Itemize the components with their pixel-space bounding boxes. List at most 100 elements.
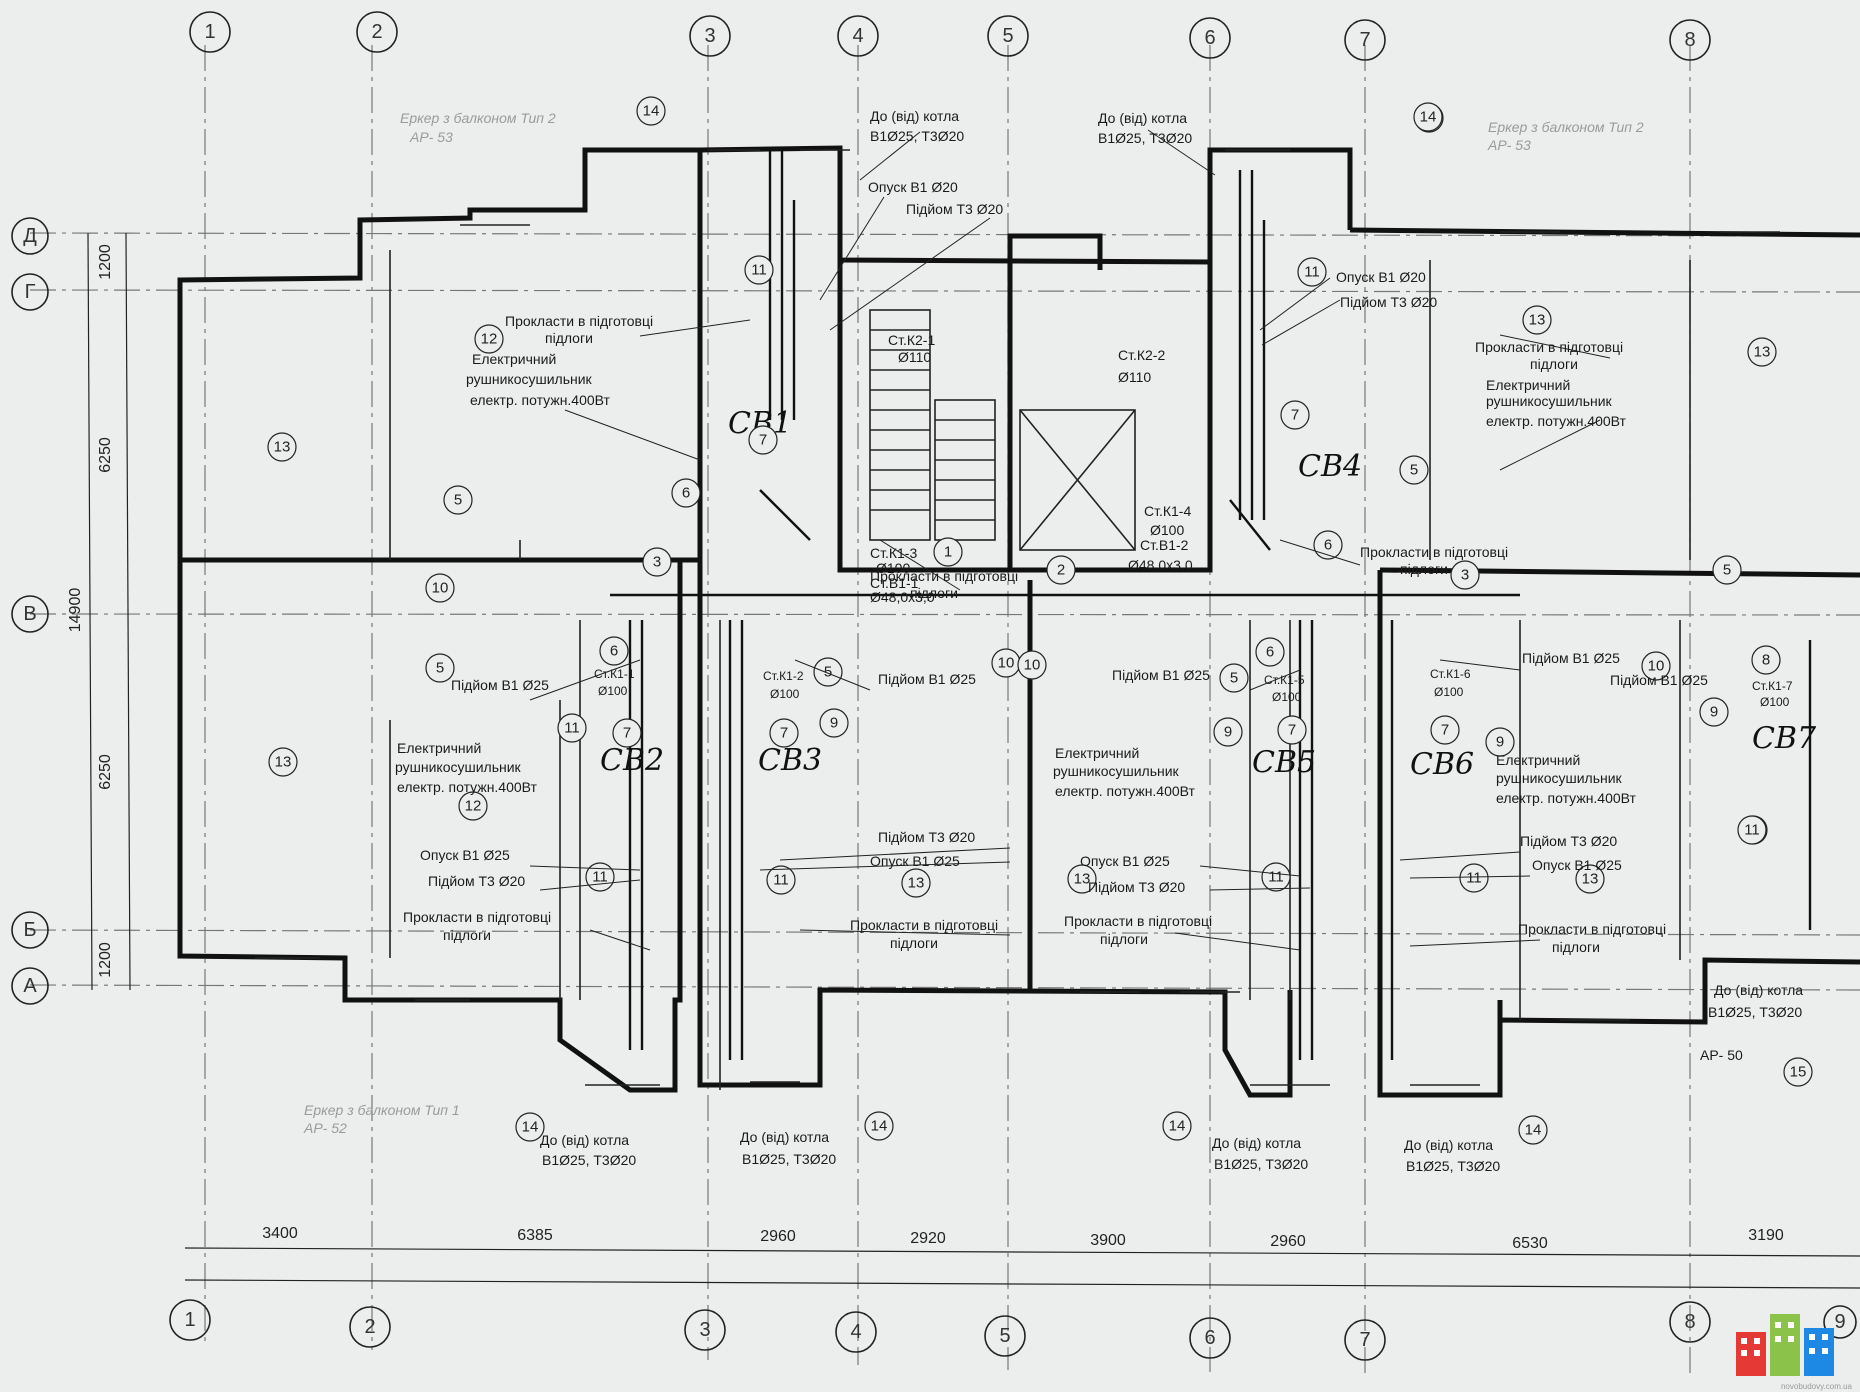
stand-tag: Ø100 xyxy=(1272,690,1302,704)
dryer-note: електр. потужн.400Вт xyxy=(1496,790,1637,806)
axis-bubble-top-4 xyxy=(837,15,879,57)
axis-label: В xyxy=(23,603,36,625)
floor-note: Прокласти в підготовці xyxy=(403,909,551,925)
pipe-cb6 xyxy=(1378,620,1394,1060)
boiler-label: До (від) котла xyxy=(1404,1137,1493,1153)
room-bubble-r11f xyxy=(1261,862,1291,892)
room-number: 5 xyxy=(1230,670,1238,687)
room-bubble-r7c xyxy=(612,718,642,748)
room-number: 10 xyxy=(998,655,1015,672)
room-number: 14 xyxy=(1169,1118,1186,1135)
room-number: 6 xyxy=(610,643,618,660)
annotations: Еркер з балконом Тип 2 АР- 53 Еркер з ба… xyxy=(303,108,1803,1174)
left-upper-apartment-wall xyxy=(177,147,703,563)
floor-note: Прокласти в підготовці xyxy=(1518,921,1666,937)
room-bubble-r11i xyxy=(1737,815,1767,845)
axis-label: 3 xyxy=(704,25,715,47)
bottom-dimension-line xyxy=(184,1247,1860,1257)
piping xyxy=(610,150,1812,1060)
stack-labels: СВ1 СВ2 СВ3 СВ4 СВ5 СВ6 СВ7 xyxy=(600,406,1817,782)
dimension-chains: 3400 6385 2960 2920 3900 2960 6530 3190 … xyxy=(67,232,1860,1289)
stair-treads-2 xyxy=(935,419,995,521)
riser-label: Підйом Т3 Ø20 xyxy=(906,201,1003,217)
axis-line-b xyxy=(29,929,1860,936)
room-number: 14 xyxy=(643,103,660,120)
room-bubble-r2 xyxy=(1046,555,1076,585)
dryer-note: рушникосушильник xyxy=(1053,763,1180,779)
room-number: 14 xyxy=(1525,1122,1542,1139)
pipe-cb3 xyxy=(728,620,744,1060)
stack-label-cb4: СВ4 xyxy=(1298,449,1362,484)
room-bubble-r9b xyxy=(1213,717,1243,747)
riser-label: Підйом Т3 Ø20 xyxy=(878,829,975,845)
drop-label: Опуск В1 Ø25 xyxy=(420,847,510,863)
room-number: 5 xyxy=(1410,462,1418,479)
room-number: 12 xyxy=(481,331,498,348)
stand-tag: Ø110 xyxy=(1118,369,1151,385)
floor-note: Прокласти в підготовці xyxy=(1064,913,1212,929)
axis-line-v xyxy=(29,613,1860,616)
dryer-note: Електричний xyxy=(1055,745,1139,761)
dimension-value: 1200 xyxy=(97,942,114,978)
riser-label: Підйом Т3 Ø20 xyxy=(428,873,525,889)
dryer-note: Електричний xyxy=(397,740,481,756)
room-number: 14 xyxy=(522,1119,539,1136)
axis-bubble-left-a xyxy=(11,967,49,1005)
room-bubble-r14d xyxy=(864,1111,894,1141)
room-bubble-r9a xyxy=(819,708,849,738)
ap-ref: АР- 50 xyxy=(1700,1047,1743,1063)
riser-label: Підйом В1 Ø25 xyxy=(878,671,976,687)
dryer-note: електр. потужн.400Вт xyxy=(397,779,538,795)
floor-note: Прокласти в підготовці xyxy=(870,568,1018,584)
internal-partitions-right xyxy=(1249,260,1691,1020)
ap-ref: АР- 53 xyxy=(409,129,453,145)
floor-note: підлоги xyxy=(1400,561,1448,577)
room-number: 14 xyxy=(1420,109,1437,126)
room-bubble-r7d xyxy=(769,718,799,748)
room-bubble-r11d xyxy=(585,862,615,892)
room-number: 10 xyxy=(1024,657,1041,674)
axis-label: 7 xyxy=(1359,1329,1370,1351)
riser-label: Підйом Т3 Ø20 xyxy=(1520,833,1617,849)
stand-tag: Ст.В1-2 xyxy=(1140,537,1189,553)
dryer-note: Електричний xyxy=(1496,752,1580,768)
drop-label: Опуск В1 Ø20 xyxy=(1336,269,1426,285)
riser-label: Підйом Т3 Ø20 xyxy=(1340,294,1437,310)
room-number: 5 xyxy=(454,492,462,509)
stand-tag: Ø100 xyxy=(1760,695,1790,709)
room-bubble-r10d xyxy=(1641,651,1671,681)
riser-label: Підйом В1 Ø25 xyxy=(1522,650,1620,666)
floor-note: підлоги xyxy=(1530,356,1578,372)
dimension-value: 6250 xyxy=(97,437,114,473)
room-bubble-r5d xyxy=(1712,555,1742,585)
axis-label: А xyxy=(23,975,37,997)
room-number: 13 xyxy=(1582,871,1599,888)
room-bubble-r13g xyxy=(1575,864,1605,894)
boiler-label: До (від) котла xyxy=(740,1129,829,1145)
axis-bubble-bottom-9 xyxy=(1823,1305,1857,1339)
room-bubble-r1 xyxy=(933,537,963,567)
room-bubble-r13b xyxy=(268,747,298,777)
room-bubble-r14f xyxy=(1518,1115,1548,1145)
room-number: 7 xyxy=(759,432,767,449)
room-number: 11 xyxy=(751,262,767,279)
axis-label: 5 xyxy=(1002,25,1013,47)
dryer-note: електр. потужн.400Вт xyxy=(470,392,611,408)
floor-note: Прокласти в підготовці xyxy=(850,917,998,933)
room-bubble-r3b xyxy=(1450,560,1480,590)
bay-label: Еркер з балконом Тип 1 xyxy=(304,1102,460,1118)
axis-bubble-top-6 xyxy=(1189,17,1231,59)
stand-tag: Ст.К2-1 xyxy=(888,332,935,348)
pipe-cb2 xyxy=(628,620,644,1050)
room-bubble-r6a xyxy=(671,478,701,508)
dryer-note: електр. потужн.400Вт xyxy=(1486,413,1627,429)
stand-tag: Ст.К1-2 xyxy=(763,669,804,683)
dryer-note: рушникосушильник xyxy=(1486,393,1613,409)
bay-label: Еркер з балконом Тип 2 xyxy=(1488,119,1644,135)
axis-bubble-bottom-4 xyxy=(835,1311,877,1353)
stack-label-cb5: СВ5 xyxy=(1252,745,1316,780)
dryer-note: електр. потужн.400Вт xyxy=(1055,783,1196,799)
room-number: 13 xyxy=(908,875,925,892)
room-number: 11 xyxy=(592,869,608,886)
